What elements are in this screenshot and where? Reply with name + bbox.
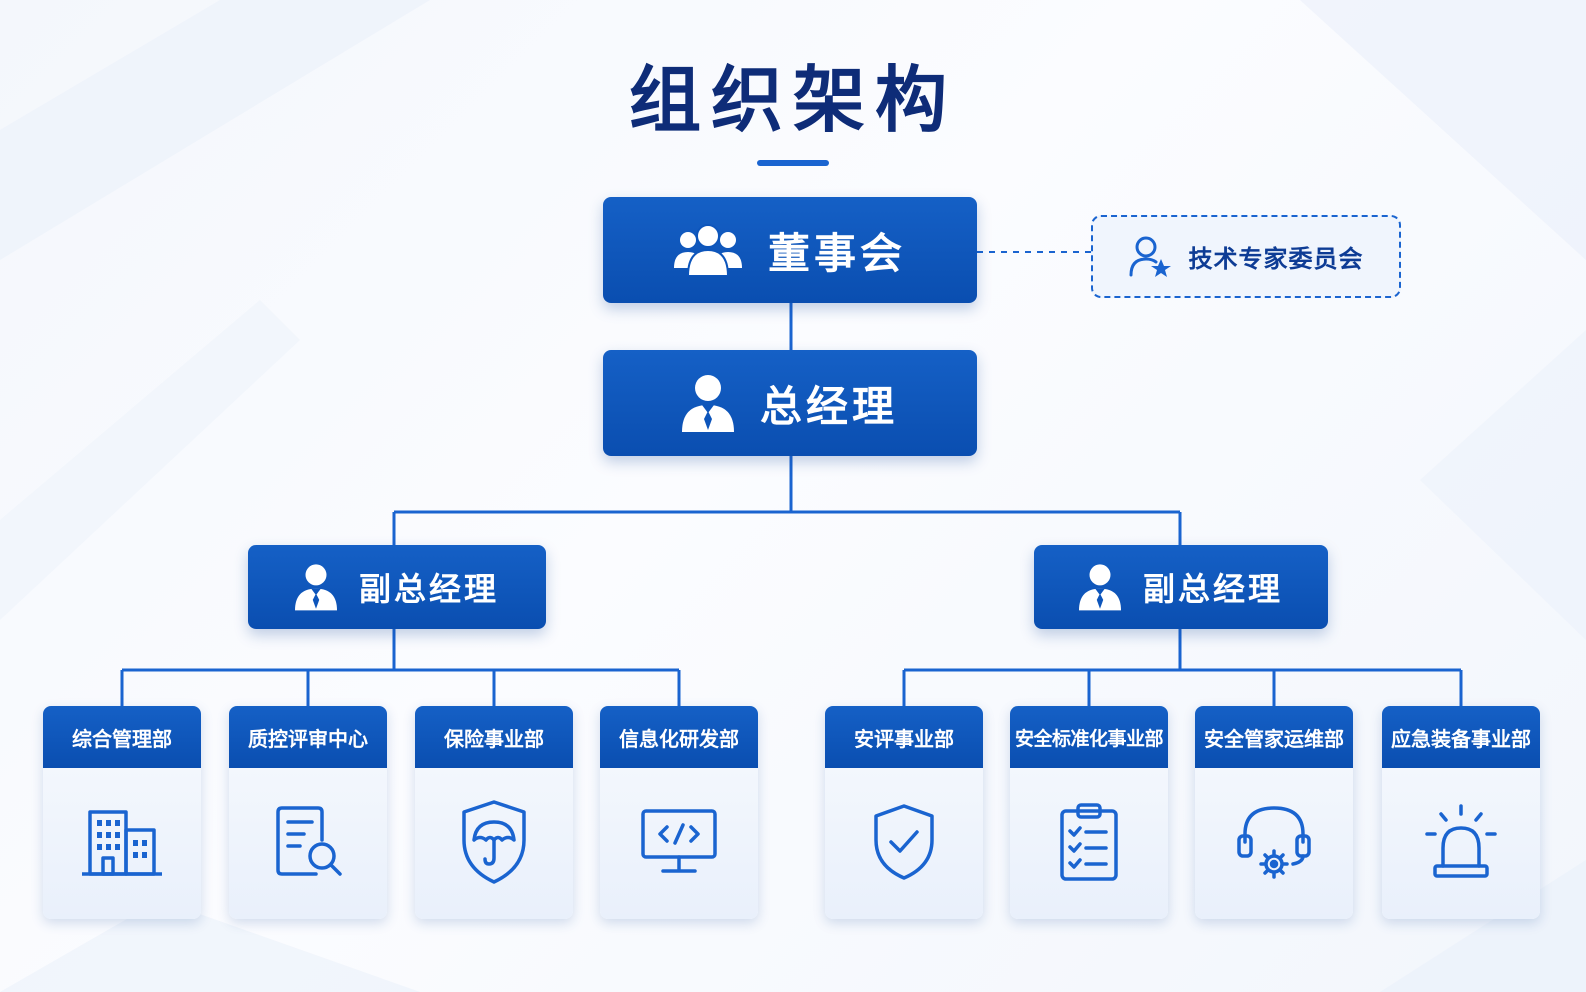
general-manager-node[interactable]: 总经理 (603, 350, 977, 456)
department-card-insurance[interactable]: 保险事业部 (415, 706, 573, 919)
document-search-icon (272, 804, 344, 884)
department-label: 安评事业部 (825, 706, 983, 768)
department-card-general-management[interactable]: 综合管理部 (43, 706, 201, 919)
manager-icon (294, 563, 337, 611)
deputy-manager-label: 副总经理 (358, 570, 499, 608)
title-underline (757, 160, 829, 166)
building-icon (80, 806, 164, 882)
manager-icon (1078, 563, 1121, 611)
board-node[interactable]: 董事会 (603, 197, 977, 303)
deputy-manager-label: 副总经理 (1142, 570, 1283, 608)
department-label: 应急装备事业部 (1382, 706, 1540, 768)
shield-umbrella-icon (458, 798, 530, 890)
headset-gear-icon (1235, 802, 1313, 886)
department-label: 综合管理部 (43, 706, 201, 768)
board-label: 董事会 (767, 228, 906, 278)
department-card-emergency-equipment[interactable]: 应急装备事业部 (1382, 706, 1540, 919)
alarm-light-icon (1421, 802, 1501, 886)
department-label: 信息化研发部 (600, 706, 758, 768)
committee-node[interactable]: 技术专家委员会 (1091, 215, 1401, 298)
department-label: 安全标准化事业部 (1010, 706, 1168, 768)
department-card-safety-assessment[interactable]: 安评事业部 (825, 706, 983, 919)
people-group-icon (673, 224, 742, 276)
connector-deputy-left (120, 629, 681, 706)
department-label: 安全管家运维部 (1195, 706, 1353, 768)
department-card-quality-review[interactable]: 质控评审中心 (229, 706, 387, 919)
committee-label: 技术专家委员会 (1188, 245, 1364, 273)
general-manager-label: 总经理 (759, 381, 898, 431)
department-label: 质控评审中心 (229, 706, 387, 768)
connector-deputy-right (902, 629, 1463, 706)
page-title: 组织架构 (628, 58, 957, 142)
department-label: 保险事业部 (415, 706, 573, 768)
monitor-code-icon (639, 807, 719, 881)
user-star-icon (1129, 235, 1171, 279)
manager-icon (681, 374, 734, 432)
department-card-it-rnd[interactable]: 信息化研发部 (600, 706, 758, 919)
clipboard-checklist-icon (1056, 801, 1122, 887)
department-card-safety-butler-ops[interactable]: 安全管家运维部 (1195, 706, 1353, 919)
department-card-safety-standardization[interactable]: 安全标准化事业部 (1010, 706, 1168, 919)
deputy-manager-node-right[interactable]: 副总经理 (1034, 545, 1328, 629)
shield-check-icon (871, 802, 937, 886)
connector-gm-deputies (392, 456, 1182, 545)
deputy-manager-node-left[interactable]: 副总经理 (248, 545, 546, 629)
